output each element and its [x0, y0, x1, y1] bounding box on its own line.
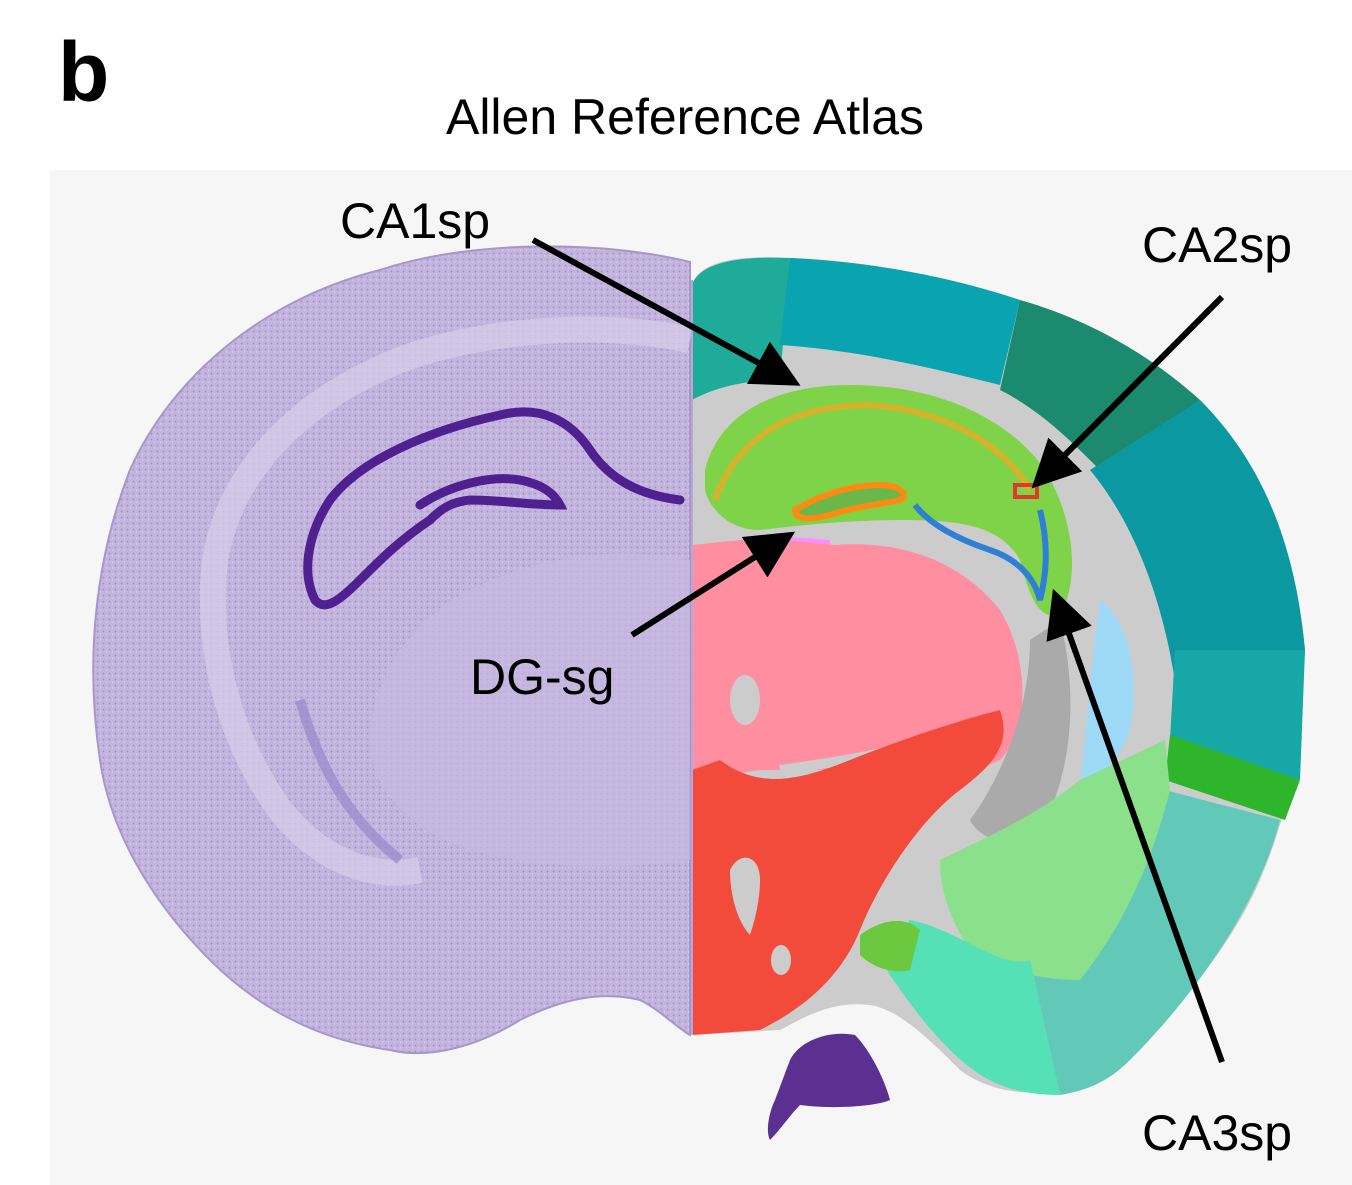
nissl-thalamus: [370, 553, 690, 867]
label-dg-sg: DG-sg: [470, 649, 615, 705]
hypothalamus-grey-1: [730, 857, 760, 935]
striatum-dark-grey: [970, 620, 1071, 841]
cortex-lateral: [1090, 400, 1305, 720]
arrow-ca3: [1046, 588, 1225, 1064]
nissl-ventral-tissue: [767, 1033, 890, 1140]
cortical-subplate: [940, 740, 1170, 980]
arrow-ca1: [531, 237, 801, 386]
ca2-stratum-pyramidale: [1013, 483, 1039, 499]
thalamus: [692, 538, 1023, 780]
cortex-retrosplenial: [1000, 300, 1200, 470]
striatum-green-small: [860, 920, 920, 972]
label-ca1sp: CA1sp: [340, 193, 491, 249]
figure-title: Allen Reference Atlas: [445, 89, 925, 145]
lateral-ventricle: [1080, 600, 1134, 790]
ca3-stratum-pyramidale: [912, 503, 1049, 601]
cortex-dorsal: [780, 258, 1020, 385]
ca-pyramidal-layer: [303, 407, 685, 610]
nissl-hemisphere: [92, 245, 693, 1055]
nissl-fiber-band: [295, 698, 404, 864]
label-ca3sp: CA3sp: [1142, 1105, 1293, 1161]
dg-granule-cell-layer: [791, 481, 907, 522]
dg-granule-layer: [415, 474, 568, 525]
thalamus-grey-spot: [730, 675, 760, 725]
cortex-green-band: [1165, 735, 1300, 820]
ca1-stratum-pyramidale: [712, 401, 1033, 502]
olfactory-areas: [880, 920, 1060, 1095]
cortex-medial: [692, 257, 790, 400]
nissl-cortex-inner: [199, 316, 693, 886]
label-ca2sp: CA2sp: [1142, 217, 1293, 273]
arrow-dg: [630, 531, 796, 638]
atlas-hemisphere: [692, 257, 1305, 1095]
hypothalamus-grey-2: [771, 945, 791, 975]
cortex-ventral: [1030, 790, 1280, 1095]
hypothalamus: [692, 710, 1004, 1035]
panel-label: b: [58, 25, 110, 119]
arrow-ca2: [1031, 294, 1225, 489]
